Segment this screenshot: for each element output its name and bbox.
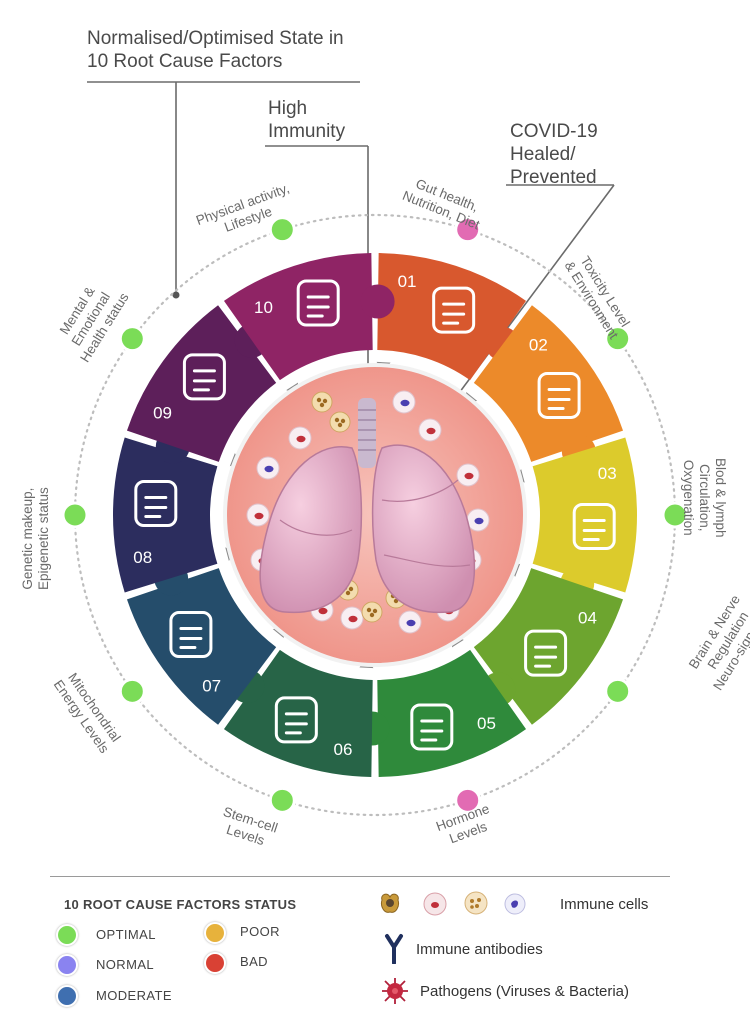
legend-label-pathogens: Pathogens (Viruses & Bacteria) (420, 983, 629, 1000)
antibody-icon (274, 696, 318, 744)
status-dot-01 (454, 216, 482, 244)
status-dot-optimal (56, 924, 78, 946)
immune-cell (256, 456, 280, 480)
immunity-callout-line-1: High (268, 98, 308, 119)
status-dot-05 (454, 786, 482, 814)
intestine-icon (537, 371, 581, 419)
immune-cell (398, 610, 422, 634)
legend-status-bad: BAD (204, 950, 304, 974)
puzzle-segment-07 (126, 568, 277, 725)
segment-number-04: 04 (578, 609, 597, 628)
root-cause-callout-line-1: Normalised/Optimised State in (87, 28, 344, 49)
immunity-callout: High Immunity (268, 97, 345, 143)
brain-head-icon (182, 353, 226, 401)
status-dot-bad (204, 952, 226, 974)
legend-title: 10 ROOT CAUSE FACTORS STATUS (64, 897, 297, 912)
lungs-illustration (259, 398, 476, 614)
segment-number-03: 03 (598, 464, 617, 483)
immune-cell (466, 508, 490, 532)
immune-cell (329, 411, 351, 433)
status-label-poor: POOR (240, 924, 280, 939)
covid-callout-line-2: Healed/ (510, 144, 576, 165)
status-dot-09 (118, 325, 146, 353)
antibody-legend-icon (385, 934, 403, 964)
poison-bottle-icon (432, 286, 476, 334)
segment-number-06: 06 (334, 740, 353, 759)
status-dot-moderate (56, 985, 78, 1007)
root-cause-callout-line-2: 10 Root Cause Factors (87, 51, 283, 72)
factor-label-08: Genetic makeup, Epigenetic status (20, 487, 51, 590)
legend-status-normal: NORMAL (56, 952, 196, 976)
covid-callout: COVID-19 Healed/ Prevented (510, 120, 598, 189)
nervous-system-icon (524, 629, 568, 677)
status-dot-10 (268, 216, 296, 244)
puzzle-segment-08 (112, 437, 218, 593)
status-dot-03 (661, 501, 689, 529)
puzzle-segment-03 (532, 437, 637, 593)
immune-cells-icon (381, 891, 526, 916)
dna-icon (134, 480, 178, 528)
virus-icon (382, 978, 408, 1004)
segment-number-01: 01 (398, 272, 417, 291)
legend-status-optimal: OPTIMAL (56, 922, 196, 946)
status-dot-02 (604, 325, 632, 353)
status-label-normal: NORMAL (96, 957, 155, 972)
status-label-moderate: MODERATE (96, 988, 172, 1003)
human-body-icon (169, 611, 213, 659)
segment-number-02: 02 (529, 336, 548, 355)
status-label-optimal: OPTIMAL (96, 927, 156, 942)
status-dot-normal (56, 954, 78, 976)
segment-number-05: 05 (477, 714, 496, 733)
legend-divider (50, 876, 670, 877)
status-dot-04 (604, 677, 632, 705)
covid-callout-line-1: COVID-19 (510, 121, 598, 142)
left-lung (259, 446, 363, 614)
immunity-callout-line-2: Immunity (268, 121, 346, 142)
endocrine-glands-icon (410, 703, 454, 751)
immune-cell (340, 606, 364, 630)
segment-number-10: 10 (254, 298, 273, 317)
segment-number-09: 09 (153, 403, 172, 422)
status-dots (61, 216, 689, 814)
status-dot-poor (204, 922, 226, 944)
status-dot-06 (268, 786, 296, 814)
puzzle-knob-10 (360, 284, 395, 319)
legend-label-immune-antibodies: Immune antibodies (416, 941, 543, 958)
segment-number-08: 08 (133, 548, 152, 567)
status-label-bad: BAD (240, 954, 268, 969)
puzzle-segments: 01 02 03 04 05 06 07 08 09 10 (112, 253, 637, 777)
status-dot-08 (61, 501, 89, 529)
exercise-icon (296, 279, 340, 327)
covid-callout-line-3: Prevented (510, 167, 597, 188)
immune-cell (288, 426, 312, 450)
legend-status-moderate: MODERATE (56, 983, 206, 1007)
immune-cell (392, 390, 416, 414)
segment-number-07: 07 (202, 676, 221, 695)
heart-icon (572, 502, 616, 550)
immune-cell (311, 391, 333, 413)
root-cause-callout: Normalised/Optimised State in 10 Root Ca… (87, 27, 344, 73)
immune-cell (361, 601, 383, 623)
legend-status-poor: POOR (204, 920, 304, 944)
immune-cell (418, 418, 442, 442)
immune-cell (246, 503, 270, 527)
immune-cell (456, 463, 480, 487)
legend-label-immune-cells: Immune cells (560, 896, 649, 913)
factor-label-03: Blod & lymph Circulation, Oxygenation (681, 458, 728, 538)
root-cause-wheel: 01 02 03 04 05 06 07 08 09 10 (61, 81, 689, 817)
puzzle-segment-02 (473, 305, 624, 462)
status-dot-07 (118, 677, 146, 705)
